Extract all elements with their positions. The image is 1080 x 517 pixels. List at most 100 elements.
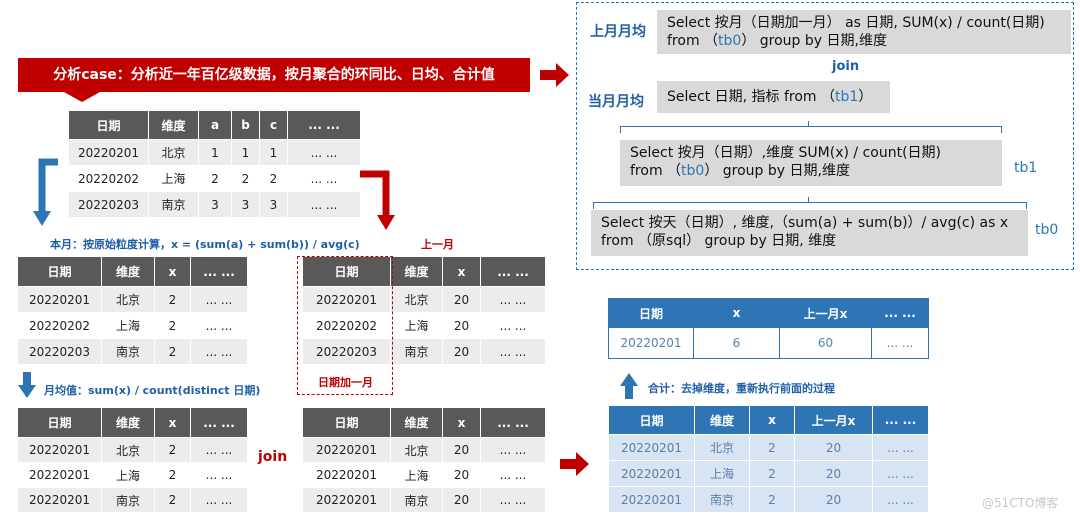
total-label: 合计：去掉维度，重新执行前面的过程 [648, 382, 835, 395]
table-cell: 20 [442, 462, 481, 488]
bracket-tick [808, 197, 809, 203]
table-cell: 20220201 [17, 462, 102, 488]
table-cell: ... ... [480, 338, 546, 365]
table-cell: 南京 [148, 191, 199, 218]
shifted-table: 日期 维度 x ... ... 20220201 北京 20 ... ... 2… [302, 407, 546, 513]
table-cell: ... ... [190, 487, 248, 513]
table-cell: 20220201 [302, 437, 391, 463]
table-cell: 20220201 [17, 437, 102, 463]
monthly-avg-table: 日期 维度 x ... ... 20220201 北京 2 ... ... 20… [17, 407, 248, 513]
column-header: ... ... [871, 298, 929, 328]
last-month-avg-label: 上月月均 [590, 24, 646, 40]
table-cell: ... ... [190, 338, 248, 365]
table-row: 20220201 南京 2 ... ... [17, 487, 248, 513]
monthly-avg-label: 月均值：sum(x) / count(distinct 日期) [44, 384, 261, 397]
table-cell: 南京 [390, 338, 443, 365]
source-table: 日期 维度 a b c ... ... 20220201 北京 1 1 1 ..… [68, 110, 361, 218]
column-header: ... ... [190, 407, 248, 438]
column-header: x [154, 407, 191, 438]
table-row: 20220201 南京 2 20 ... ... [608, 486, 929, 513]
table-cell: 3 [259, 191, 288, 218]
table-cell: 20220201 [608, 434, 695, 461]
table-cell: 20220203 [302, 338, 391, 365]
column-header: x [442, 256, 481, 287]
table-cell: 3 [198, 191, 232, 218]
table-cell: 20220203 [68, 191, 149, 218]
column-header: 日期 [68, 110, 149, 140]
table-cell: ... ... [872, 434, 929, 461]
table-cell: 上海 [148, 165, 199, 192]
column-header: a [198, 110, 232, 140]
tb1-label: tb1 [1014, 160, 1038, 176]
table-cell: 上海 [101, 312, 155, 339]
sql-line: from （tb0） group by 日期,维度 [667, 33, 887, 49]
table-cell: 20220201 [68, 139, 149, 166]
table-cell: 南京 [390, 487, 443, 513]
table-cell: 2 [198, 165, 232, 192]
column-header: 维度 [148, 110, 199, 140]
table-cell: 2 [749, 486, 795, 513]
table-cell: 2 [154, 462, 191, 488]
table-cell: ... ... [480, 286, 546, 313]
table-cell: 上海 [694, 460, 750, 487]
this-month-label: 本月：按原始粒度计算，x = (sum(a) + sum(b)) / avg(c… [50, 238, 360, 251]
sql-join-label: join [832, 59, 860, 74]
table-cell: 20 [794, 434, 873, 461]
last-month-label: 上一月 [421, 238, 454, 251]
column-header: 日期 [608, 405, 695, 435]
table-cell: 2 [259, 165, 288, 192]
table-row: 20220201 北京 1 1 1 ... ... [68, 139, 361, 166]
column-header: b [231, 110, 260, 140]
current-month-avg-label: 当月月均 [588, 94, 644, 110]
table-cell: 20220201 [17, 286, 102, 313]
joined-table: 日期 维度 x 上一月x ... ... 20220201 北京 2 20 ..… [608, 405, 929, 513]
sql-box-tb1: Select 按月（日期）,维度 SUM(x) / count(日期) from… [620, 140, 1002, 186]
table-cell: ... ... [287, 191, 361, 218]
table-cell: 2 [749, 460, 795, 487]
table-cell: ... ... [190, 286, 248, 313]
table-cell: 20220203 [17, 338, 102, 365]
column-header: 上一月x [779, 298, 872, 328]
table-cell: ... ... [872, 486, 929, 513]
banner: 分析case：分析近一年百亿级数据，按月聚合的环同比、日均、合计值 [18, 58, 530, 102]
column-header: ... ... [480, 256, 546, 287]
banner-text: 分析case：分析近一年百亿级数据，按月聚合的环同比、日均、合计值 [53, 67, 495, 83]
table-cell: 南京 [101, 338, 155, 365]
table-cell: 20 [442, 437, 481, 463]
column-header: 日期 [17, 256, 102, 287]
watermark: @51CTO博客 [982, 496, 1059, 510]
table-cell: 北京 [390, 286, 443, 313]
column-header: x [749, 405, 795, 435]
table-cell: 上海 [101, 462, 155, 488]
table-row: 20220203 南京 3 3 3 ... ... [68, 191, 361, 218]
table-row: 20220201 北京 2 ... ... [17, 437, 248, 463]
table-cell: 2 [154, 312, 191, 339]
join-label: join [258, 449, 288, 465]
table-row: 20220201 上海 20 ... ... [302, 462, 546, 488]
sql-panel [576, 2, 1074, 270]
table-cell: 20220201 [17, 487, 102, 513]
table-row: 20220202 上海 2 2 2 ... ... [68, 165, 361, 192]
table-cell: 上海 [390, 462, 443, 488]
last-month-table: 日期 维度 x ... ... 20220201 北京 20 ... ... 2… [302, 256, 546, 365]
banner-shape [18, 58, 530, 102]
column-header: x [154, 256, 191, 287]
column-header: ... ... [872, 405, 929, 435]
table-row: 20220202 上海 2 ... ... [17, 312, 248, 339]
table-cell: ... ... [480, 487, 546, 513]
table-cell: 北京 [148, 139, 199, 166]
table-row: 20220201 北京 20 ... ... [302, 286, 546, 313]
column-header: 维度 [390, 256, 443, 287]
total-table: 日期 x 上一月x ... ... 20220201 6 60 ... ... [608, 298, 929, 359]
table-cell: 2 [154, 487, 191, 513]
up-arrow-icon [620, 373, 638, 399]
date-column-highlight [297, 256, 393, 395]
table-cell: ... ... [190, 312, 248, 339]
right-arrow-icon [540, 63, 569, 87]
column-header: x [442, 407, 481, 438]
table-cell: 20220202 [17, 312, 102, 339]
column-header: 维度 [694, 405, 750, 435]
table-cell: ... ... [287, 139, 361, 166]
table-cell: ... ... [190, 437, 248, 463]
column-header: 日期 [608, 298, 694, 328]
